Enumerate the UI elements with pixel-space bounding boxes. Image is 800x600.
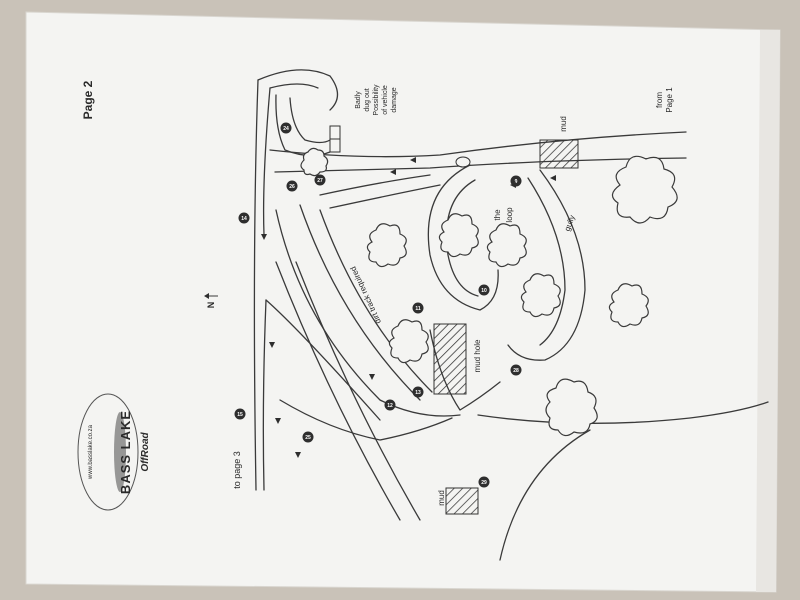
bass-lake-logo: www.basslake.co.za BASS LAKE OffRoad [77, 393, 151, 511]
marker-24: 24 [280, 122, 292, 134]
marker-15: 15 [234, 408, 246, 420]
mud-area-top [539, 139, 579, 169]
mud-hole-label: mud hole [473, 339, 482, 372]
svg-text:13: 13 [415, 390, 421, 396]
tree-icon [388, 319, 429, 364]
marker-25: 25 [302, 431, 314, 443]
tree-icon [520, 273, 561, 318]
mud-label-top: mud [559, 116, 568, 132]
direction-arrows [261, 157, 556, 458]
the-loop-line-2: loop [505, 207, 514, 223]
marker-12: 12 [384, 399, 396, 411]
from-page-line-2: Page 1 [665, 87, 674, 113]
markers: 24 14 15 27 26 9 10 11 12 13 25 28 29 [234, 122, 522, 488]
marker-14: 14 [238, 212, 250, 224]
north-arrow: N [204, 293, 218, 308]
warning-line-2: dug out [364, 88, 371, 111]
warning-line-4: of vehicle [382, 85, 389, 115]
svg-text:24: 24 [283, 126, 289, 132]
tree-icon [300, 147, 329, 177]
mud-area-center [433, 323, 467, 395]
marker-13: 13 [412, 386, 424, 398]
warning-line-3: Possibility [373, 84, 380, 116]
mud-label-bottom: mud [437, 490, 446, 506]
page-label: Page 2 [81, 80, 95, 119]
logo-website: www.basslake.co.za [88, 424, 94, 480]
marker-11: 11 [412, 302, 424, 314]
tree-icon [611, 155, 678, 224]
svg-text:28: 28 [513, 368, 519, 374]
tree-icon [486, 223, 527, 268]
marker-29: 29 [478, 476, 490, 488]
track-network [253, 69, 769, 561]
svg-text:27: 27 [317, 178, 323, 184]
warning-line-5: damage [391, 87, 398, 112]
tree-icon [545, 378, 598, 437]
warning-line-1: Badly [355, 91, 362, 109]
the-loop-line-1: the [493, 209, 502, 221]
tree-icon [366, 223, 407, 268]
from-page-line-1: from [655, 92, 664, 108]
marker-28: 28 [510, 364, 522, 376]
svg-text:10: 10 [481, 288, 487, 294]
paper-shadow [756, 30, 780, 592]
mud-area-bottom [445, 487, 479, 515]
to-page-label: to page 3 [232, 451, 242, 489]
svg-text:12: 12 [387, 403, 393, 409]
tree-icon [438, 213, 479, 258]
svg-text:14: 14 [241, 216, 247, 222]
svg-text:25: 25 [305, 435, 311, 441]
logo-name: BASS LAKE [118, 410, 133, 494]
marker-27: 27 [314, 174, 326, 186]
logo-emblem [114, 412, 126, 492]
svg-text:9: 9 [515, 179, 518, 185]
small-pond [455, 156, 471, 168]
logo-tagline: OffRoad [140, 431, 151, 471]
trees [300, 147, 678, 437]
marker-26: 26 [286, 180, 298, 192]
svg-text:11: 11 [415, 306, 421, 312]
svg-text:26: 26 [289, 184, 295, 190]
tree-icon [608, 283, 649, 328]
svg-text:29: 29 [481, 480, 487, 486]
svg-text:15: 15 [237, 412, 243, 418]
marker-10: 10 [478, 284, 490, 296]
north-label: N [206, 302, 216, 309]
